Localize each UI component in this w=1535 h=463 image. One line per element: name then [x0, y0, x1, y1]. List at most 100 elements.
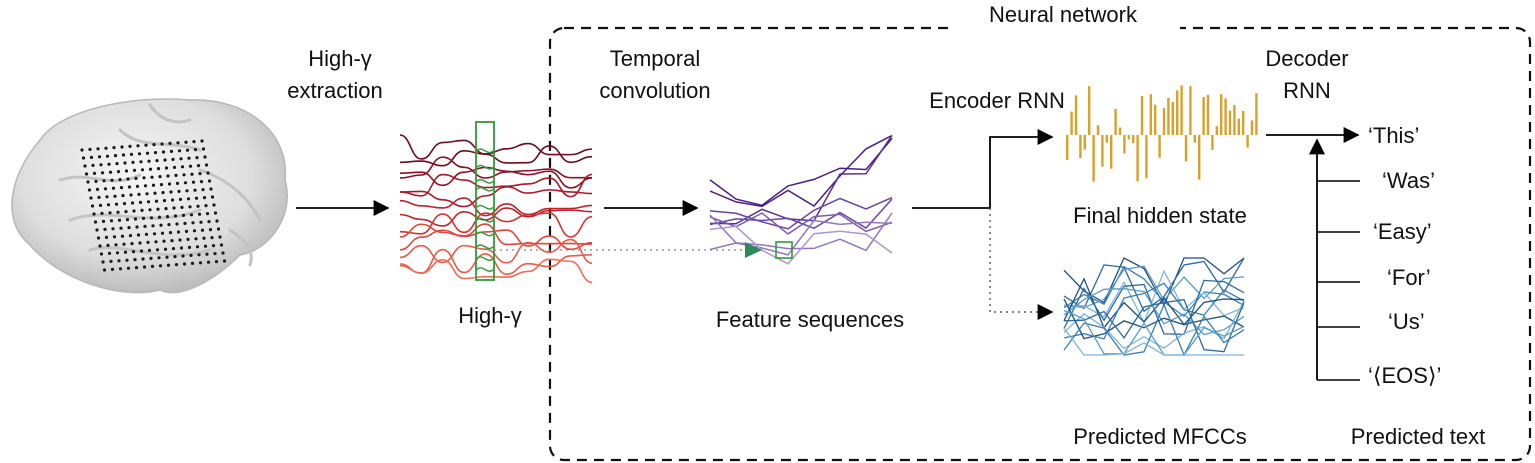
electrode	[167, 182, 172, 186]
electrode	[193, 188, 197, 192]
electrode	[197, 212, 202, 216]
predicted-text-label: Predicted text	[1351, 424, 1486, 449]
mfcc-trace	[1063, 265, 1245, 318]
electrode	[123, 250, 128, 254]
electrode	[113, 194, 117, 198]
electrode	[192, 229, 197, 233]
electrode	[185, 148, 190, 152]
electrode	[187, 156, 191, 160]
electrode	[167, 223, 171, 227]
electrode	[108, 211, 112, 215]
electrode	[191, 180, 196, 184]
hidden-state-bar	[1140, 95, 1144, 135]
temporal-convolution-label-2: convolution	[599, 78, 710, 103]
electrode	[121, 153, 126, 157]
electrode	[115, 162, 119, 166]
electrode	[149, 216, 154, 220]
hidden-state-bar	[1206, 94, 1210, 135]
electrode	[92, 212, 96, 216]
window-trace	[476, 217, 494, 223]
electrode	[92, 171, 97, 175]
hidden-state-bar	[1083, 135, 1086, 150]
electrode	[141, 216, 146, 220]
hidden-state-bar	[1184, 135, 1188, 162]
window-trace	[476, 164, 494, 170]
electrode	[151, 183, 156, 187]
electrode	[128, 144, 132, 148]
electrode	[201, 188, 205, 192]
electrode	[206, 171, 210, 175]
electrode	[171, 247, 176, 251]
electrode	[145, 151, 150, 155]
electrode	[137, 152, 142, 156]
electrode	[222, 259, 227, 263]
window-trace	[476, 186, 494, 192]
temporal-convolution-label: Temporal	[610, 46, 700, 71]
hidden-state-bar	[1105, 135, 1108, 143]
electrode	[142, 265, 147, 269]
electrode	[105, 154, 110, 158]
electrode	[221, 251, 225, 255]
electrode	[212, 203, 216, 207]
electrode	[198, 172, 202, 176]
electrode	[146, 200, 151, 204]
electrode	[210, 236, 214, 240]
electrode	[153, 191, 157, 195]
hidden-state-bar	[1132, 135, 1135, 144]
electrode	[126, 177, 130, 181]
electrode	[175, 222, 179, 226]
decoder-rnn-label-2: RNN	[1283, 78, 1331, 103]
hidden-state-bar	[1074, 95, 1078, 135]
electrode	[144, 232, 149, 236]
electrode	[149, 256, 153, 260]
encoder-connector	[912, 129, 1054, 209]
electrode	[138, 241, 142, 245]
electrode	[95, 187, 100, 191]
hidden-state-bar	[1162, 108, 1166, 135]
kernel-triangle	[745, 242, 762, 258]
electrode	[181, 213, 186, 217]
predicted-mfcc-traces	[1063, 257, 1245, 357]
electrode	[172, 165, 177, 169]
electrode	[129, 152, 134, 156]
electrode	[90, 204, 95, 208]
electrode	[192, 140, 196, 144]
electrode	[164, 207, 168, 211]
electrode	[200, 228, 205, 232]
window-trace	[476, 204, 494, 210]
electrode	[117, 218, 122, 222]
electrode	[178, 238, 182, 242]
window-trace	[476, 178, 494, 184]
electrode	[99, 252, 104, 256]
electrode	[93, 220, 98, 224]
hidden-state-bar	[1237, 118, 1240, 135]
electrode	[131, 160, 135, 164]
electrode	[134, 176, 138, 180]
electrode	[209, 187, 213, 191]
window-trace	[476, 267, 494, 272]
electrode	[174, 263, 179, 267]
window-trace	[476, 256, 494, 261]
electrode	[205, 252, 209, 256]
electrode	[120, 234, 125, 238]
electrode	[109, 219, 114, 223]
electrode	[211, 244, 216, 248]
hidden-state-bar	[1171, 101, 1174, 135]
electrode	[130, 201, 135, 205]
electrode	[189, 213, 194, 217]
hidden-state-bar	[1242, 111, 1245, 135]
hidden-state-bar	[1096, 125, 1100, 135]
hidden-state-bar	[1066, 135, 1069, 160]
hidden-state-bar	[1110, 135, 1113, 169]
electrode	[157, 256, 161, 260]
electrode	[200, 139, 204, 143]
electrode	[176, 141, 180, 145]
word-easy: ‘Easy’	[1373, 219, 1432, 244]
hidden-state-bar	[1211, 135, 1214, 150]
electrode	[185, 189, 189, 193]
word-for: ‘For’	[1387, 265, 1431, 290]
electrode	[119, 186, 124, 190]
hidden-state-bar	[1176, 90, 1179, 135]
electrode	[197, 253, 201, 257]
